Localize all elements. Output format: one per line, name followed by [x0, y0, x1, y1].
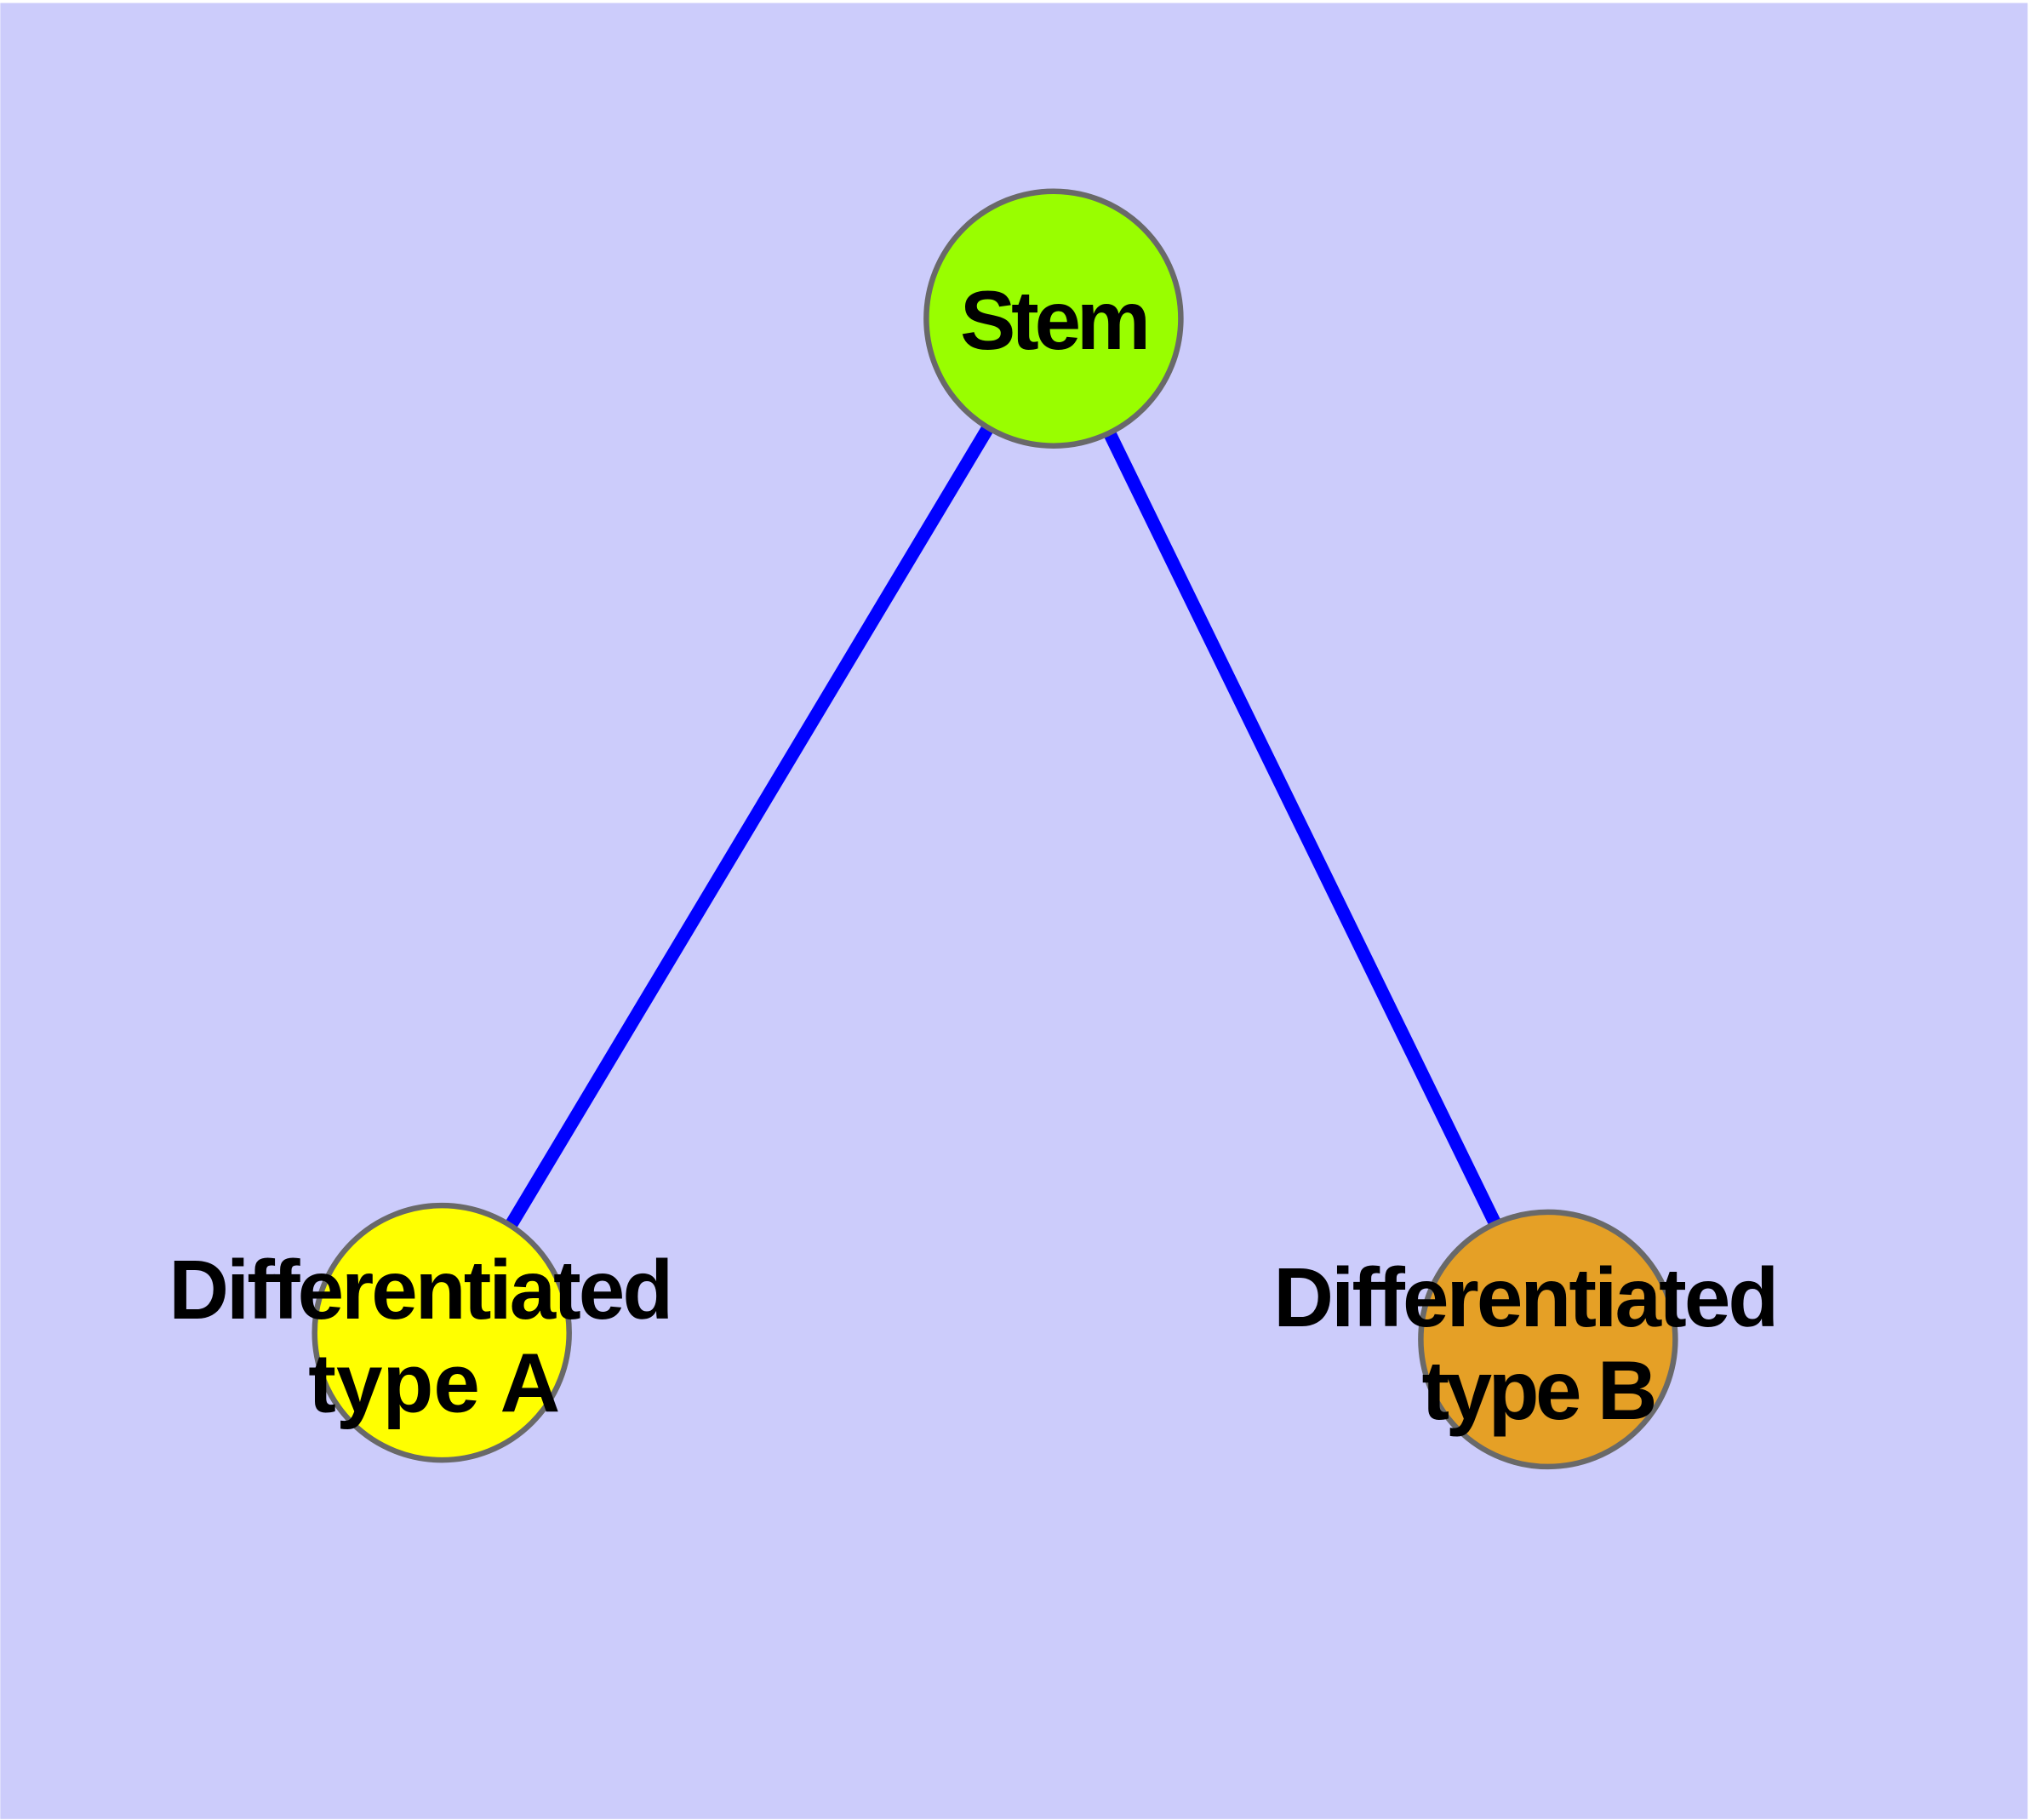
- svg-text:Differentiated: Differentiated: [1273, 1251, 1779, 1344]
- svg-text:type B: type B: [1422, 1343, 1658, 1437]
- svg-text:Stem: Stem: [960, 273, 1151, 367]
- svg-text:type A: type A: [308, 1336, 560, 1429]
- svg-text:Differentiated: Differentiated: [169, 1243, 673, 1336]
